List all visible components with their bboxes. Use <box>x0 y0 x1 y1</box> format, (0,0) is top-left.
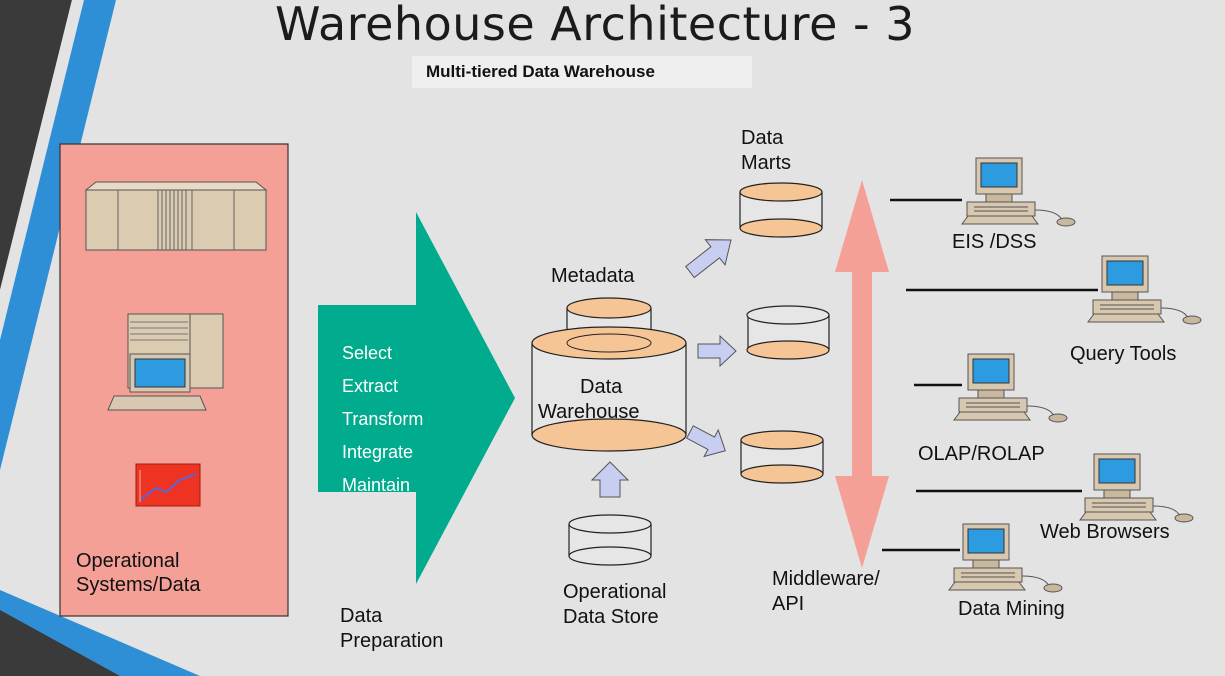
data-warehouse-cylinder <box>531 326 687 452</box>
operational-systems-label-line1: Operational <box>76 550 180 572</box>
ods-label-line1: Operational <box>563 581 667 603</box>
warehouse-to-mart-arrow-2 <box>697 334 737 368</box>
minicomputer-icon <box>107 313 224 411</box>
middleware-label-line1: Middleware/ <box>772 568 880 590</box>
page-title: Warehouse Architecture - 3 <box>275 0 915 51</box>
chart-icon <box>135 463 201 507</box>
warehouse-label-line2: Warehouse <box>538 401 640 423</box>
query-tools-computer-icon <box>1087 255 1202 325</box>
eis-computer-icon <box>961 157 1076 227</box>
ods-to-warehouse-arrow <box>590 461 630 498</box>
data-marts-label-line1: Data <box>741 127 784 149</box>
decor-stripe-blue <box>0 0 116 470</box>
olap-computer-icon <box>953 353 1068 423</box>
data-marts-label-line2: Marts <box>741 152 791 174</box>
prep-step-maintain: Maintain <box>342 475 411 495</box>
data-preparation-arrow <box>318 212 515 584</box>
prep-step-select: Select <box>342 343 393 363</box>
warehouse-to-mart-arrow-1 <box>684 239 732 279</box>
data-preparation-label-line1: Data <box>340 605 383 627</box>
tool-label-query-tools: Query Tools <box>1070 343 1177 365</box>
operational-data-store-cylinder <box>568 514 652 566</box>
web-browser-computer-icon <box>1079 453 1194 523</box>
data-mart-cylinder-3 <box>740 430 824 484</box>
middleware-double-arrow <box>835 180 889 568</box>
prep-step-extract: Extract <box>342 376 399 396</box>
mainframe-icon <box>84 181 268 251</box>
data-mart-cylinder-2 <box>746 305 830 360</box>
metadata-label: Metadata <box>551 265 635 287</box>
prep-step-transform: Transform <box>342 409 424 429</box>
tool-label-olap-rolap: OLAP/ROLAP <box>918 443 1045 465</box>
tool-label-data-mining: Data Mining <box>958 598 1065 620</box>
data-preparation-label-line2: Preparation <box>340 630 444 652</box>
prep-step-integrate: Integrate <box>342 442 414 462</box>
middleware-label-line2: API <box>772 593 805 615</box>
subtitle: Multi-tiered Data Warehouse <box>412 56 752 88</box>
tool-label-eis-dss: EIS /DSS <box>952 231 1037 253</box>
tool-label-web-browsers: Web Browsers <box>1040 521 1170 543</box>
operational-systems-label-line2: Systems/Data <box>76 574 201 596</box>
ods-label-line2: Data Store <box>563 606 659 628</box>
warehouse-label-line1: Data <box>580 376 623 398</box>
data-mart-cylinder-1 <box>739 182 823 238</box>
warehouse-to-mart-arrow-3 <box>686 425 726 458</box>
decor-corner-dark <box>0 610 120 676</box>
